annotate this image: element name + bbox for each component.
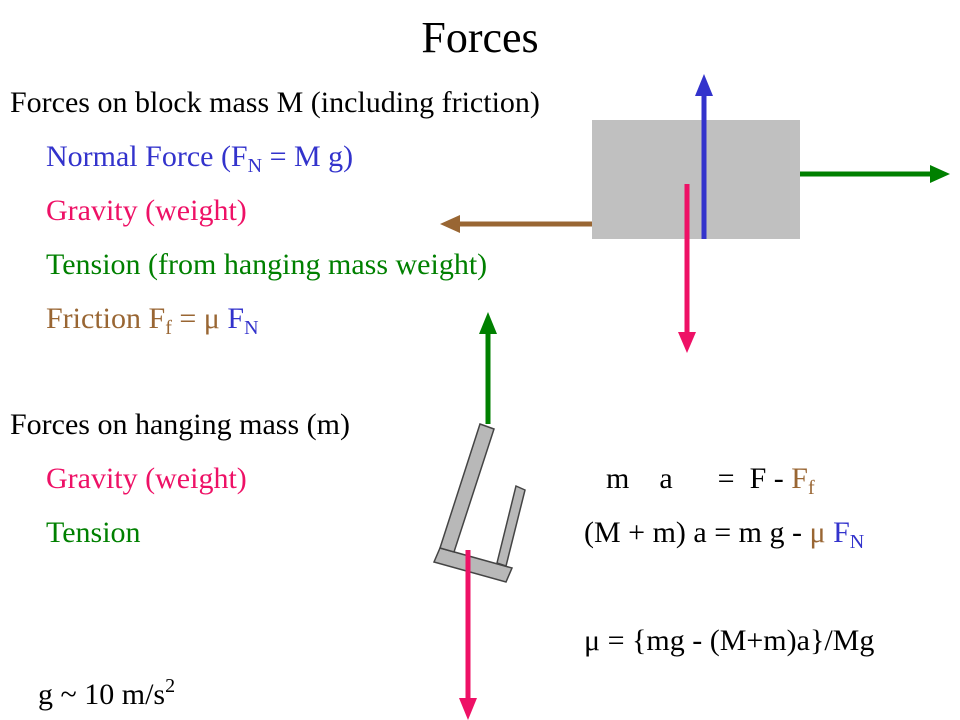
bucket-left-wall — [439, 423, 495, 553]
equation-1-friction: F — [791, 462, 808, 495]
gravity-block-line: Gravity (weight) — [46, 194, 247, 227]
block-tension-arrow-head — [930, 165, 950, 183]
block-gravity-arrow-head — [678, 332, 696, 353]
bucket-base — [432, 547, 514, 583]
bucket-right-wall — [496, 484, 526, 567]
hanging-mass-bucket — [432, 423, 526, 583]
normal-force-prefix: Normal Force (F — [46, 140, 248, 173]
tension-block-line: Tension (from hanging mass weight) — [46, 248, 488, 281]
gravity-constant-note: g ~ 10 m/s2 — [38, 676, 175, 711]
equation-2: (M + m) a = m g - μ FN — [584, 516, 864, 553]
normal-force-suffix: = M g) — [262, 140, 354, 173]
equation-2-mu: μ — [809, 516, 826, 549]
gravity-constant-exponent: 2 — [165, 675, 176, 697]
block-mass — [592, 120, 800, 239]
friction-normal-subscript: N — [244, 317, 259, 339]
equation-1-lhs: m a = F - — [606, 462, 792, 495]
friction-normal-symbol: F — [219, 302, 245, 335]
block-forces-heading: Forces on block mass M (including fricti… — [10, 86, 540, 119]
friction-subscript: f — [165, 317, 172, 339]
gravity-constant-text: g ~ 10 m/s — [38, 678, 166, 711]
friction-label: Friction F — [46, 302, 166, 335]
slide-title: Forces — [421, 13, 539, 62]
normal-force-line: Normal Force (FN = M g) — [46, 140, 354, 177]
normal-force-arrow-head — [695, 74, 713, 96]
hanging-gravity-arrow-head — [459, 698, 477, 720]
equation-2-normal: F — [825, 516, 850, 549]
friction-arrow-head — [440, 215, 460, 233]
friction-line: Friction Ff = μ FN — [46, 302, 259, 339]
friction-mu: μ — [203, 302, 220, 335]
equation-3: μ = {mg - (M+m)a}/Mg — [584, 624, 875, 657]
gravity-hanging-line: Gravity (weight) — [46, 462, 247, 495]
hanging-forces-heading: Forces on hanging mass (m) — [10, 408, 350, 441]
equation-2-lhs: (M + m) a = m g - — [584, 516, 810, 549]
equation-1: m a = F - Ff — [606, 462, 815, 499]
friction-equals: = — [171, 302, 204, 335]
equation-2-normal-subscript: N — [849, 531, 865, 553]
equation-1-friction-subscript: f — [807, 477, 815, 499]
normal-force-subscript: N — [247, 155, 263, 177]
hanging-tension-arrow-head — [479, 312, 497, 334]
tension-hanging-line: Tension — [46, 516, 141, 549]
